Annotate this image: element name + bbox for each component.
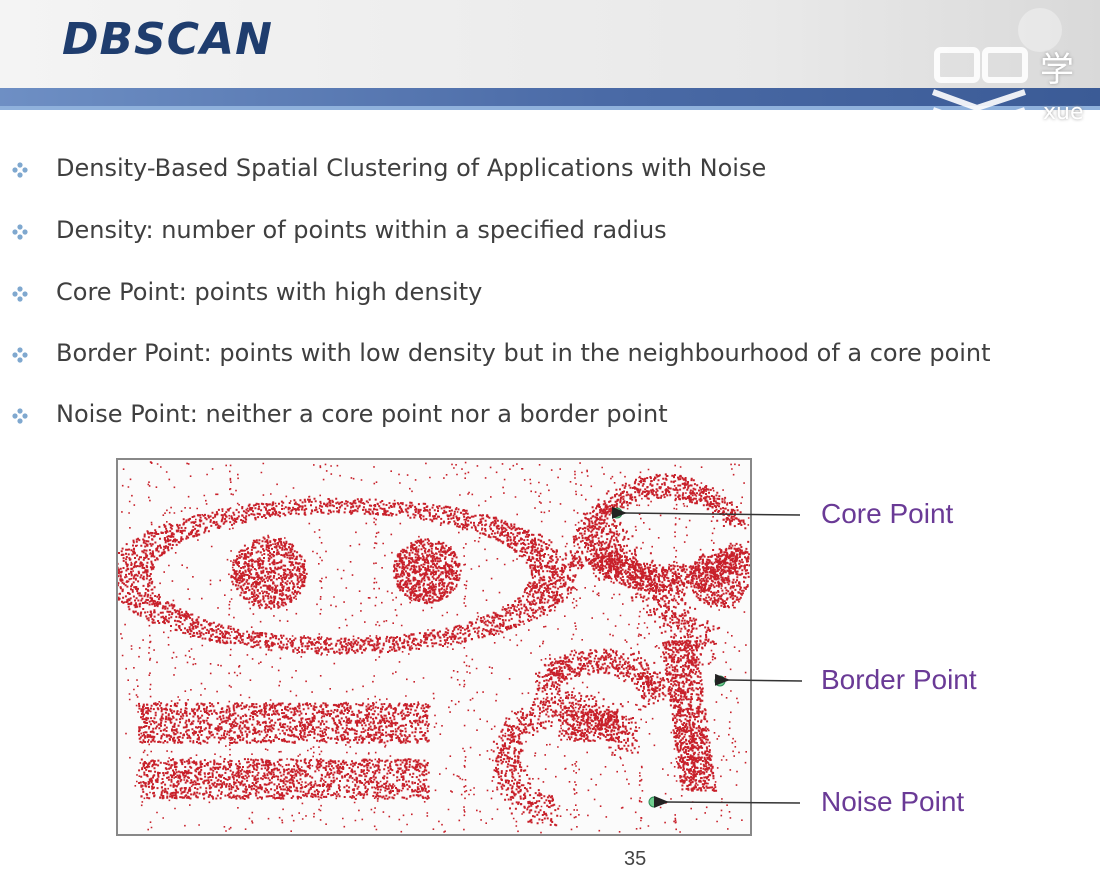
diamond-bullet-icon <box>12 286 28 302</box>
diamond-bullet-icon <box>12 347 28 363</box>
bullet-text: Border Point: points with low density bu… <box>56 339 991 367</box>
bullet-text: Density-Based Spatial Clustering of Appl… <box>56 154 767 182</box>
header-bar-line <box>0 106 1100 110</box>
scatter-points-group <box>118 461 750 834</box>
core-point-marker <box>611 507 623 519</box>
watermark-cn-text: 学 <box>1040 50 1074 90</box>
header-bar <box>0 88 1100 108</box>
bullet-item: Border Point: points with low density bu… <box>12 339 991 367</box>
bullet-text: Noise Point: neither a core point nor a … <box>56 400 668 428</box>
bullet-text: Density: number of points within a speci… <box>56 216 667 244</box>
border-point-marker <box>714 675 726 687</box>
noise-point-marker <box>648 796 660 808</box>
bullet-item: Density-Based Spatial Clustering of Appl… <box>12 154 767 182</box>
diamond-bullet-icon <box>12 162 28 178</box>
noise-point-label: Noise Point <box>821 786 965 817</box>
slide-header: DBSCAN <box>0 0 1100 92</box>
page-number: 35 <box>624 848 647 870</box>
book-logo-icon <box>931 8 1062 130</box>
diamond-bullet-icon <box>12 224 28 240</box>
core-point-label: Core Point <box>821 498 954 529</box>
slide-title: DBSCAN <box>62 14 273 65</box>
cluster-points <box>118 461 750 834</box>
watermark-latin-text: xue <box>1043 100 1084 125</box>
border-point-label: Border Point <box>821 664 977 695</box>
bullet-item: Density: number of points within a speci… <box>12 216 667 244</box>
bullet-item: Noise Point: neither a core point nor a … <box>12 400 668 428</box>
bullet-item: Core Point: points with high density <box>12 278 483 306</box>
bullet-text: Core Point: points with high density <box>56 278 483 306</box>
watermark-logo: 学 xue <box>925 0 1100 140</box>
scatter-plot <box>118 461 750 834</box>
diamond-bullet-icon <box>12 408 28 424</box>
dbscan-scatter-figure <box>116 458 752 836</box>
